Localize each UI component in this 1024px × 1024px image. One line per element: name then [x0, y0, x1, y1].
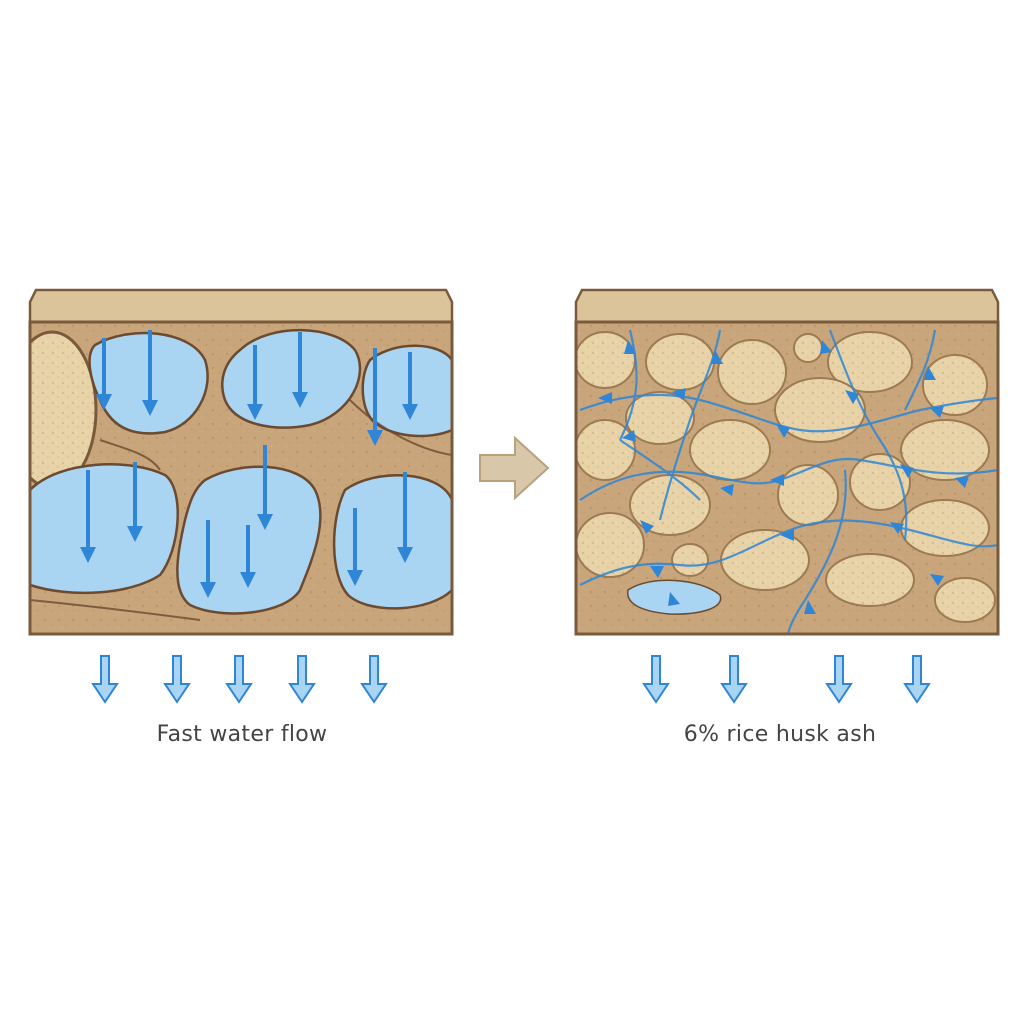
flow-marker: [930, 406, 944, 418]
water-pore: [361, 344, 452, 438]
left-panel-caption: Fast water flow: [156, 722, 328, 747]
flow-marker: [955, 476, 969, 488]
right-arrow-icon: [479, 435, 550, 501]
flow-marker: [930, 574, 944, 586]
aggregate: [576, 512, 645, 578]
aggregate: [934, 577, 996, 623]
flow-marker: [668, 592, 680, 606]
aggregate: [774, 377, 866, 443]
flow-marker: [890, 522, 904, 534]
aggregate: [671, 543, 709, 577]
aggregate: [825, 553, 915, 607]
down-arrow-icon: [91, 655, 119, 704]
aggregate: [777, 464, 839, 526]
down-arrow-icon: [825, 655, 853, 704]
aggregate: [900, 499, 990, 557]
flow-marker: [672, 388, 686, 400]
down-arrow-icon: [288, 655, 316, 704]
aggregate: [922, 354, 988, 416]
water-pore: [30, 463, 179, 595]
flow-marker: [820, 340, 832, 354]
left-outflow-arrows: [91, 655, 388, 704]
flow-marker: [845, 390, 859, 404]
flow-marker: [780, 529, 794, 541]
down-arrow-icon: [163, 655, 191, 704]
down-arrow-icon: [720, 655, 748, 704]
flow-marker: [640, 520, 654, 534]
down-arrow-icon: [225, 655, 253, 704]
soil-cracks: [30, 399, 452, 621]
flow-direction-markers: [598, 340, 969, 614]
left-internal-flow: [80, 330, 418, 598]
aggregate: [793, 333, 823, 363]
aggregate: [720, 529, 810, 591]
right-soil-block: [574, 288, 1000, 636]
left-aggregate: [30, 330, 98, 490]
flow-marker: [900, 464, 914, 478]
aggregate: [717, 339, 787, 405]
flow-marker: [598, 392, 612, 404]
flow-marker: [624, 340, 636, 354]
aggregate: [576, 331, 636, 389]
flow-marker: [804, 600, 816, 614]
right-outflow-arrows: [642, 655, 931, 704]
left-soil-block: [28, 288, 454, 636]
flow-marker: [650, 566, 664, 578]
flow-marker: [720, 484, 734, 496]
down-arrow-icon: [360, 655, 388, 704]
down-arrow-icon: [903, 655, 931, 704]
water-pore: [332, 474, 452, 610]
aggregate: [689, 419, 771, 481]
flow-marker: [622, 430, 636, 442]
flow-marker: [770, 474, 784, 486]
down-arrow-icon: [642, 655, 670, 704]
aggregate: [900, 419, 990, 481]
right-panel-caption: 6% rice husk ash: [683, 722, 877, 747]
flow-marker: [711, 350, 723, 364]
flow-marker: [776, 424, 790, 438]
flow-marker: [924, 366, 936, 380]
aggregate: [625, 391, 695, 445]
